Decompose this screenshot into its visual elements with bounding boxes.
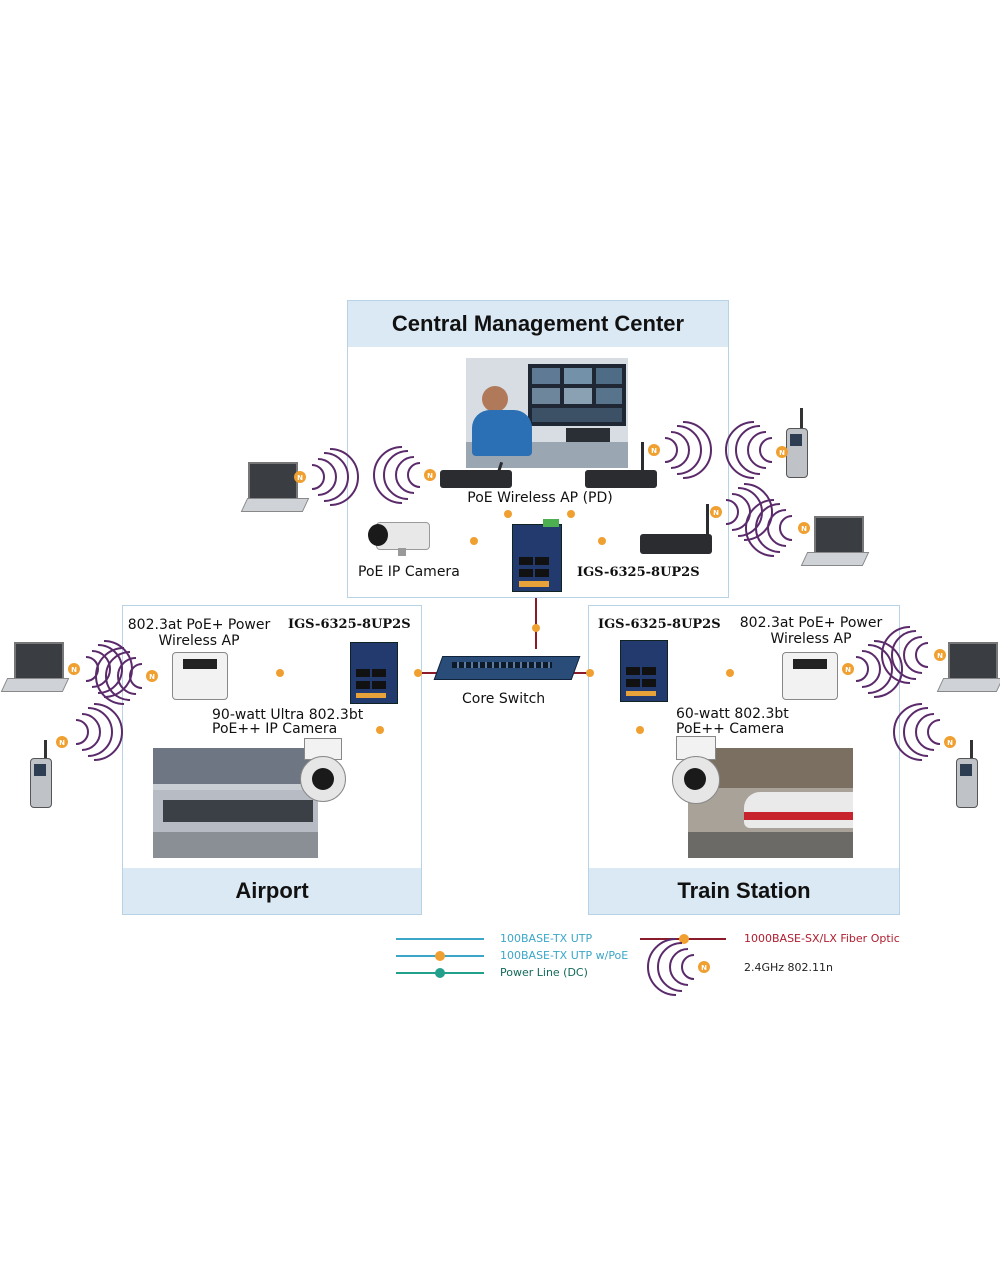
airport-cam-label-line2: PoE++ IP Camera xyxy=(212,721,338,737)
phone-icon-3 xyxy=(956,740,978,810)
poe-ip-camera-label: PoE IP Camera xyxy=(358,564,460,580)
central-switch-model: IGS-6325-8UP2S xyxy=(577,565,700,580)
train-ptz-camera xyxy=(670,736,720,806)
svg-text:N: N xyxy=(947,739,953,747)
laptop-icon-4 xyxy=(936,642,1000,694)
train-cam-label-line2: PoE++ Camera xyxy=(676,721,785,737)
wifi-signal-icon xyxy=(75,421,941,761)
svg-text:N: N xyxy=(937,652,943,660)
airport-switch-model: IGS-6325-8UP2S xyxy=(288,617,411,632)
svg-text:N: N xyxy=(71,666,77,674)
airport-ap-label-line1: 802.3at PoE+ Power xyxy=(127,617,271,633)
train-cam-label-line1: 60-watt 802.3bt xyxy=(676,706,789,722)
airport-ap-label-line2: Wireless AP xyxy=(158,633,240,649)
wireless-ap-left xyxy=(440,461,512,488)
svg-text:N: N xyxy=(427,472,433,480)
legend-utp: 100BASE-TX UTP xyxy=(500,932,593,945)
svg-text:N: N xyxy=(149,673,155,681)
train-switch-model: IGS-6325-8UP2S xyxy=(598,617,721,632)
svg-text:N: N xyxy=(701,964,707,972)
control-room-photo xyxy=(466,358,628,468)
train-switch xyxy=(620,640,668,702)
svg-text:N: N xyxy=(713,509,719,517)
core-switch-label: Core Switch xyxy=(462,691,546,707)
airport-title: Airport xyxy=(123,868,421,914)
airport-switch xyxy=(350,642,398,704)
legend-power-line: Power Line (DC) xyxy=(500,966,588,979)
laptop-icon-3 xyxy=(0,642,70,694)
poe-badges xyxy=(276,510,734,734)
airport-photo xyxy=(153,748,318,858)
train-ap-label-line1: 802.3at PoE+ Power xyxy=(739,615,883,631)
legend-graphics: N xyxy=(396,934,726,996)
train-station-photo xyxy=(688,748,853,858)
poe-wireless-ap-label: PoE Wireless AP (PD) xyxy=(467,490,613,506)
core-switch-device xyxy=(433,648,581,684)
svg-text:N: N xyxy=(779,449,785,457)
wireless-ap-far-right xyxy=(640,504,712,556)
phone-icon-2 xyxy=(30,740,52,810)
svg-text:N: N xyxy=(651,447,657,455)
svg-text:N: N xyxy=(297,474,303,482)
central-title: Central Management Center xyxy=(348,301,728,347)
wireless-ap-right xyxy=(585,442,657,488)
train-title: Train Station xyxy=(589,868,899,914)
train-ap-label-line2: Wireless AP xyxy=(770,631,852,647)
airport-ptz-camera xyxy=(300,738,346,804)
train-outdoor-ap xyxy=(782,652,838,700)
svg-text:N: N xyxy=(845,666,851,674)
airport-cam-label-line1: 90-watt Ultra 802.3bt xyxy=(212,707,364,723)
wifi-badges: N N N N N N N N N N N N xyxy=(56,444,956,748)
legend-utp-poe: 100BASE-TX UTP w/PoE xyxy=(500,949,629,962)
legend-fiber: 1000BASE-SX/LX Fiber Optic xyxy=(744,932,900,945)
fiber-badges xyxy=(414,624,594,677)
airport-outdoor-ap xyxy=(172,652,228,700)
poe-ip-camera-icon xyxy=(368,520,430,556)
legend-wifi: 2.4GHz 802.11n xyxy=(744,961,834,974)
svg-text:N: N xyxy=(801,525,807,533)
laptop-icon-2 xyxy=(800,516,870,568)
svg-text:N: N xyxy=(59,739,65,747)
central-switch xyxy=(512,519,562,592)
